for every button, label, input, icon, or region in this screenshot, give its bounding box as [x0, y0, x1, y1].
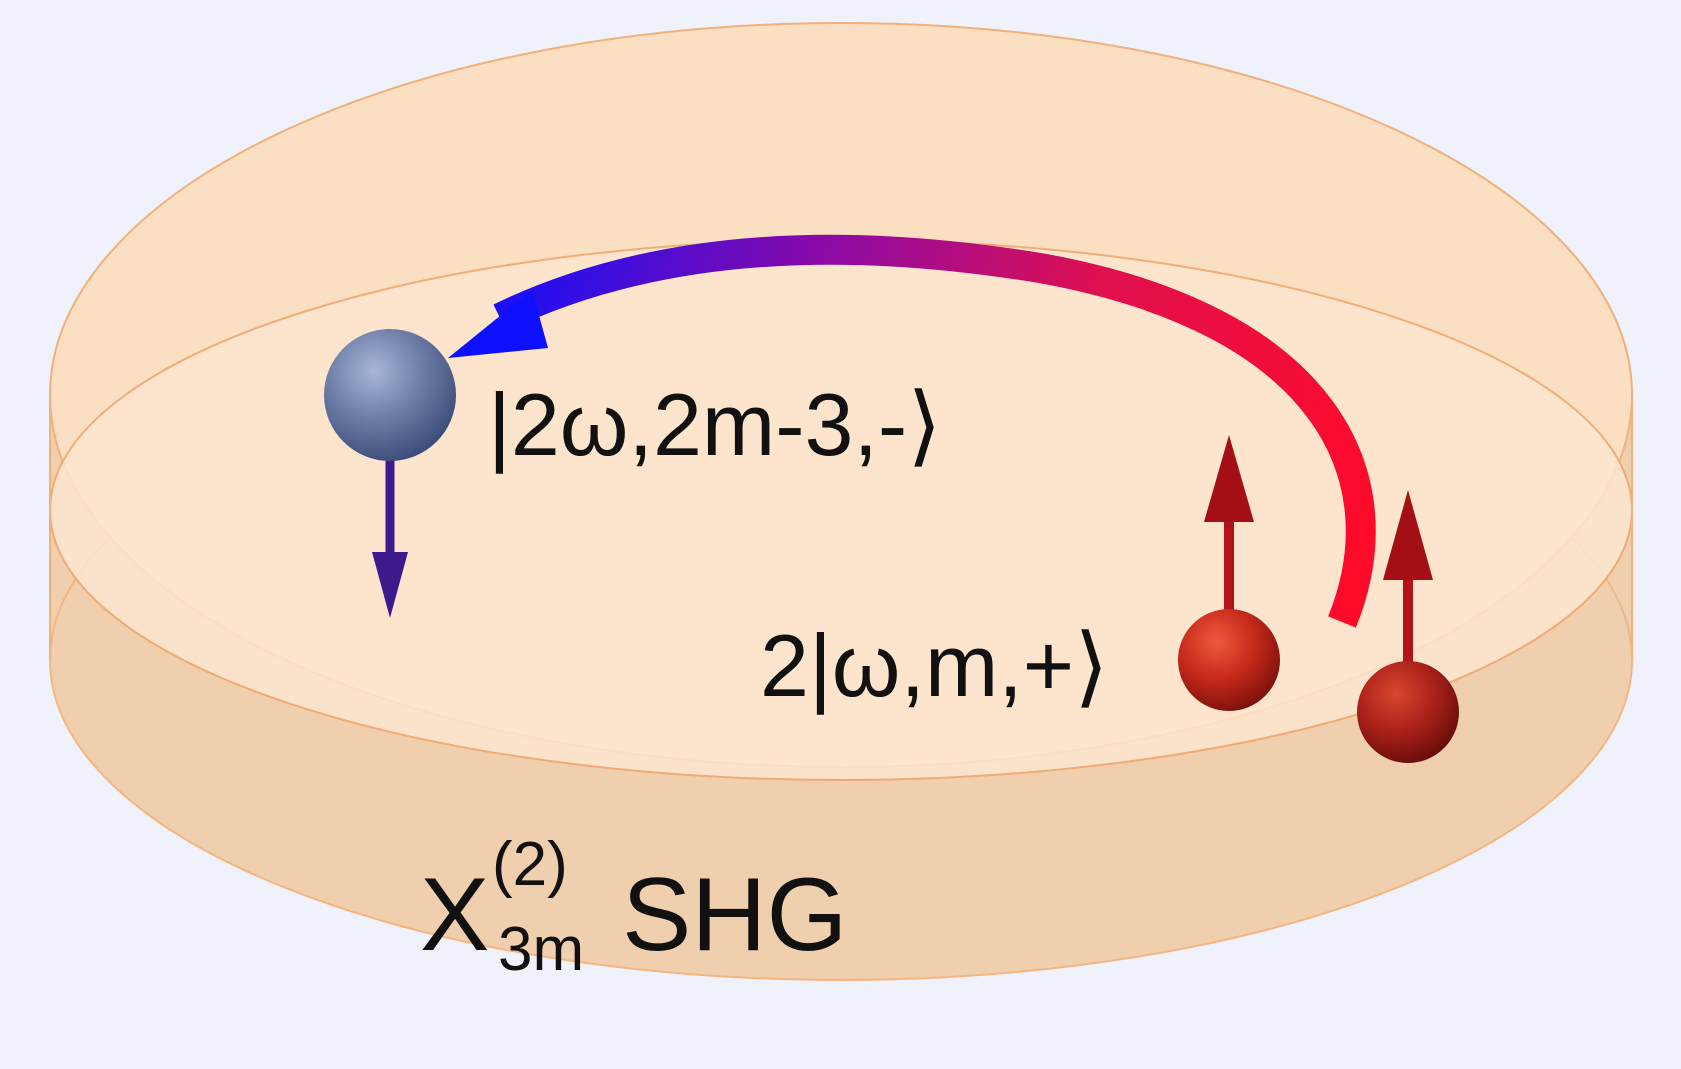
microdisk — [49, 22, 1633, 981]
input-spin-arrowhead-2 — [1383, 490, 1433, 580]
output-spin-arrowhead — [372, 552, 408, 618]
input-photon-sphere-2 — [1357, 661, 1459, 763]
output-photon — [324, 329, 456, 618]
susceptibility-symbol: X — [420, 857, 489, 973]
conversion-arrow-shaft — [493, 234, 1376, 628]
process-name: SHG — [622, 857, 847, 973]
input-spin-arrowhead-1 — [1204, 435, 1254, 522]
input-state-label: 2|ω,m,+⟩ — [760, 616, 1108, 715]
conversion-arrow — [448, 234, 1376, 628]
susceptibility-superscript: (2) — [492, 830, 568, 899]
susceptibility-subscript: 3m — [498, 915, 584, 984]
output-state-label: |2ω,2m-3,-⟩ — [488, 375, 942, 474]
input-photon-1 — [1178, 435, 1280, 711]
input-photon-sphere-1 — [1178, 609, 1280, 711]
output-photon-sphere — [324, 329, 456, 461]
process-label: X (2) 3m SHG — [420, 830, 847, 984]
conversion-arrowhead — [448, 290, 548, 358]
input-photon-2 — [1357, 490, 1459, 763]
